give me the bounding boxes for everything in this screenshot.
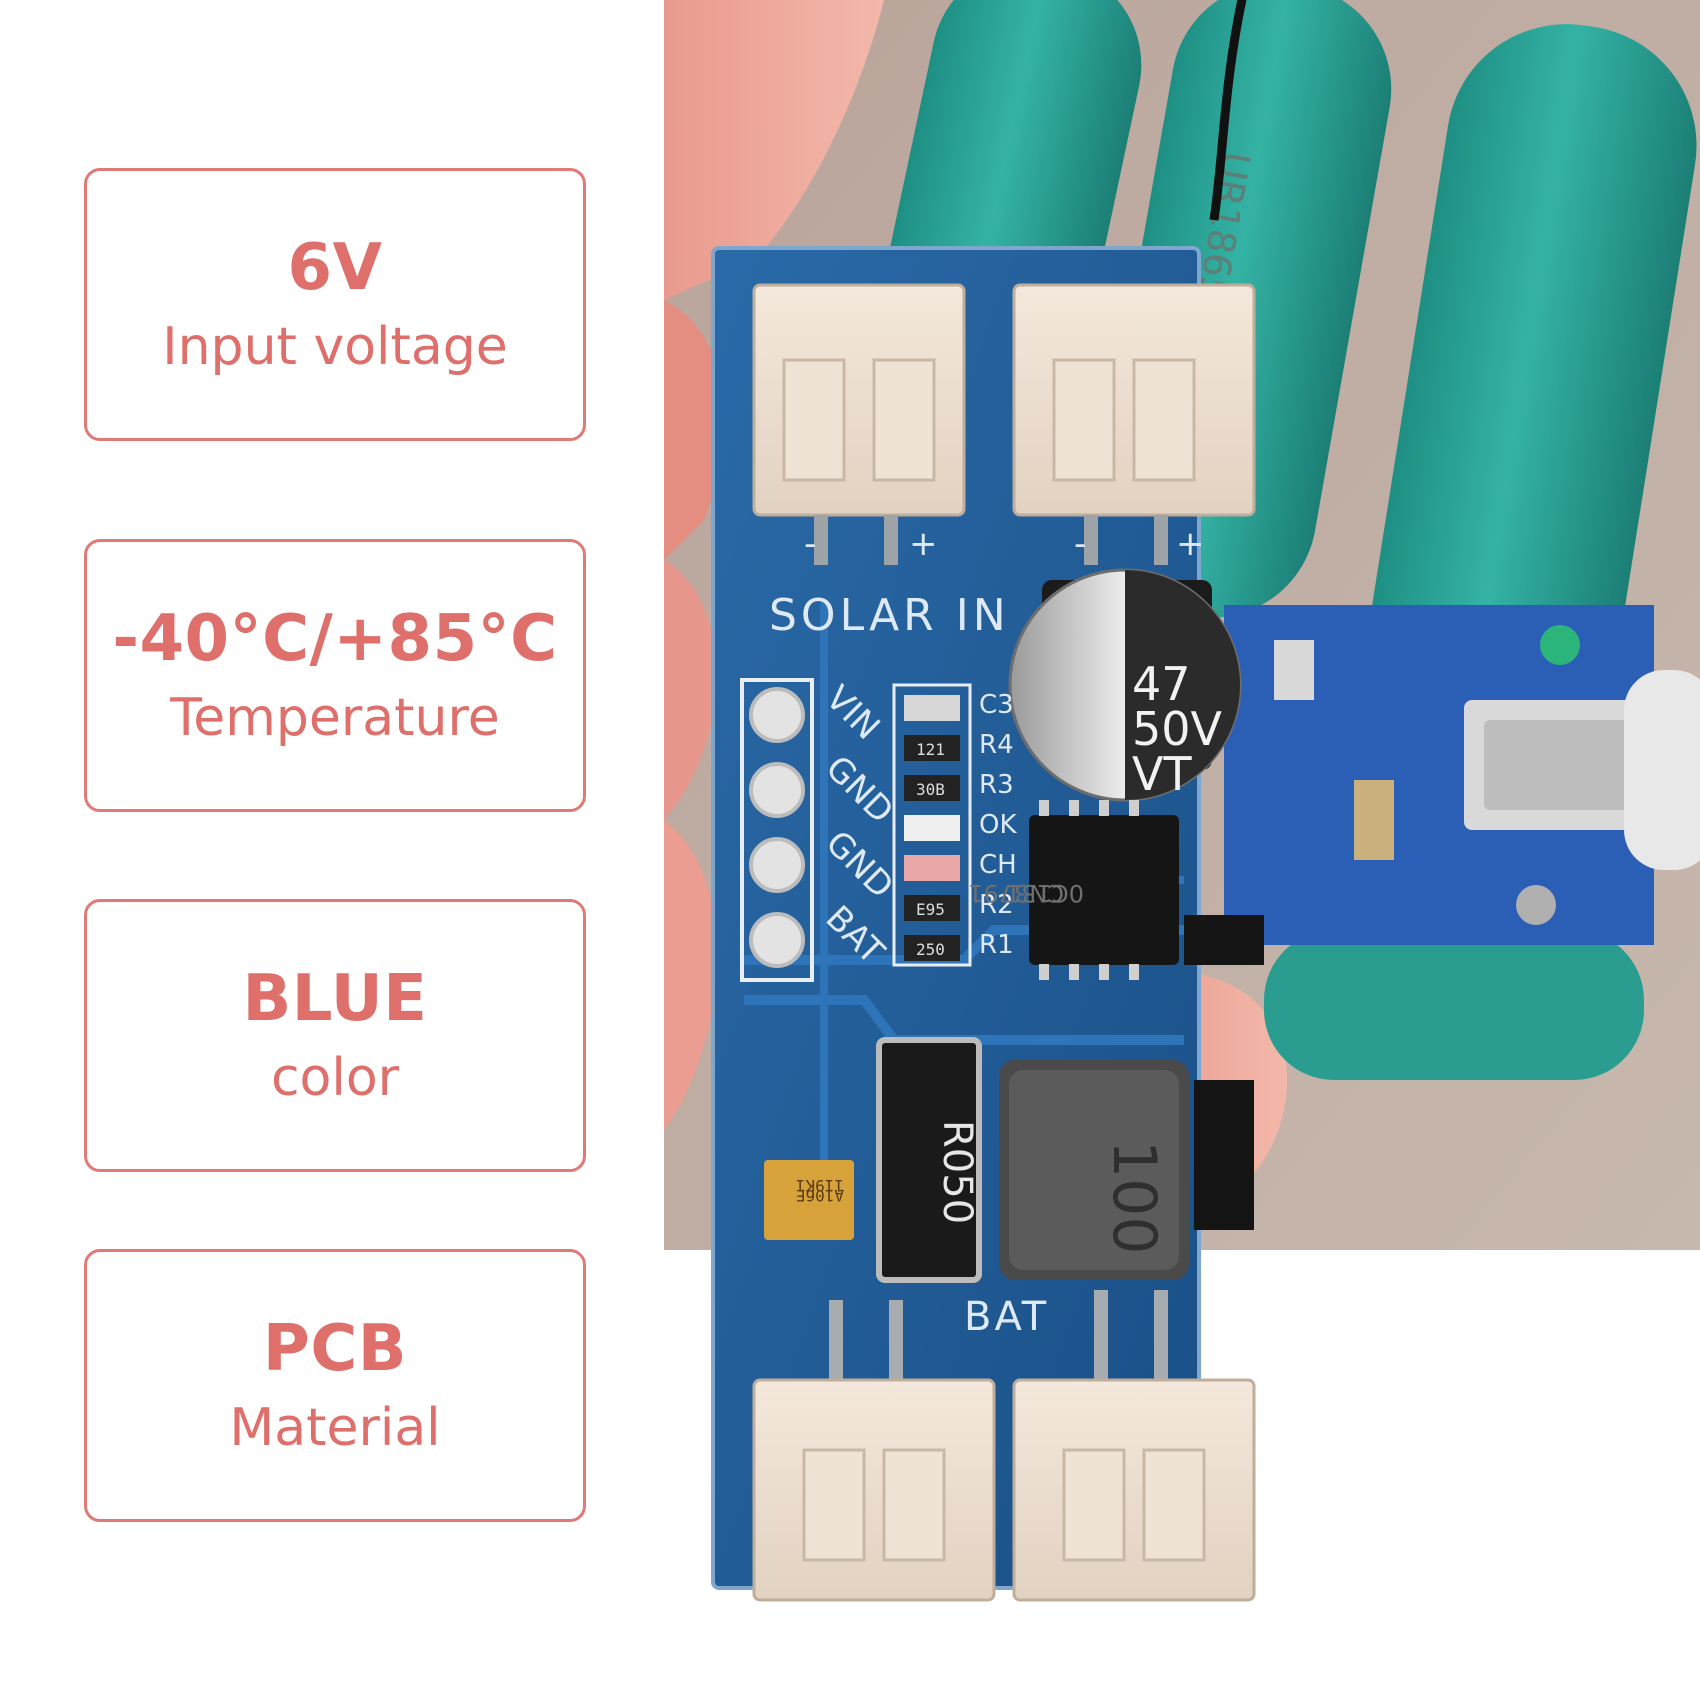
- sense-resistor: R050: [876, 1037, 982, 1283]
- spec-label: Temperature: [170, 687, 500, 748]
- svg-text:OK: OK: [979, 810, 1017, 840]
- svg-text:A106E: A106E: [796, 1186, 844, 1205]
- svg-text:CN3791: CN3791: [968, 879, 1064, 907]
- spec-value: BLUE: [242, 961, 428, 1036]
- svg-text:119K1: 119K1: [796, 1176, 844, 1195]
- spec-label: Material: [229, 1397, 441, 1458]
- svg-text:R3: R3: [979, 770, 1014, 800]
- svg-text:100: 100: [1099, 1140, 1169, 1255]
- svg-text:R1: R1: [979, 930, 1014, 960]
- solar-in-label: SOLAR IN: [769, 590, 1010, 641]
- bat-label: BAT: [964, 1294, 1049, 1340]
- polarity-minus: -: [804, 524, 816, 564]
- spec-card-color: BLUE color: [84, 899, 586, 1172]
- spec-card-material: PCB Material: [84, 1249, 586, 1522]
- electrolytic-capacitor: 47 50V VT: [1008, 568, 1242, 802]
- charger-ic: CN3791 0C131: [968, 800, 1264, 980]
- secondary-module: [1224, 605, 1700, 945]
- polarity-plus: +: [909, 524, 938, 564]
- svg-text:E95: E95: [916, 900, 945, 919]
- spec-card-temperature: -40°C/+85°C Temperature: [84, 539, 586, 812]
- solar-in-connector: - + - +: [752, 283, 1256, 565]
- spec-card-input-voltage: 6V Input voltage: [84, 168, 586, 441]
- polarity-plus: +: [1176, 524, 1205, 564]
- product-photo: UR18650: [664, 0, 1700, 1700]
- svg-text:R2: R2: [979, 890, 1014, 920]
- svg-text:VT: VT: [1132, 747, 1192, 801]
- smd-components: 121 30B E95 250 C3 R4 R3 OK CH R2 R1: [892, 683, 1017, 967]
- spec-value: -40°C/+85°C: [112, 601, 558, 676]
- svg-text:R4: R4: [979, 730, 1014, 760]
- hand-fingers: [664, 0, 884, 300]
- svg-text:250: 250: [916, 940, 945, 959]
- battery-connectors: [752, 1290, 1256, 1602]
- svg-text:47: 47: [1132, 657, 1191, 711]
- pcb-board: - + - + SOLAR IN 47 50V VT: [711, 246, 1264, 1602]
- svg-text:30B: 30B: [916, 780, 945, 799]
- svg-text:C3: C3: [979, 690, 1014, 720]
- svg-text:CH: CH: [979, 850, 1017, 880]
- spec-label: Input voltage: [162, 316, 508, 377]
- svg-text:121: 121: [916, 740, 945, 759]
- spec-value: PCB: [262, 1311, 408, 1386]
- spec-label: color: [270, 1047, 400, 1108]
- inductor: 100: [999, 1060, 1254, 1280]
- svg-text:50V: 50V: [1132, 702, 1223, 756]
- tantalum-capacitor: A106E 119K1: [764, 1160, 854, 1240]
- svg-text:0C131: 0C131: [1006, 879, 1084, 907]
- svg-text:R050: R050: [934, 1120, 980, 1224]
- spec-value: 6V: [287, 230, 383, 305]
- polarity-minus: -: [1074, 524, 1086, 564]
